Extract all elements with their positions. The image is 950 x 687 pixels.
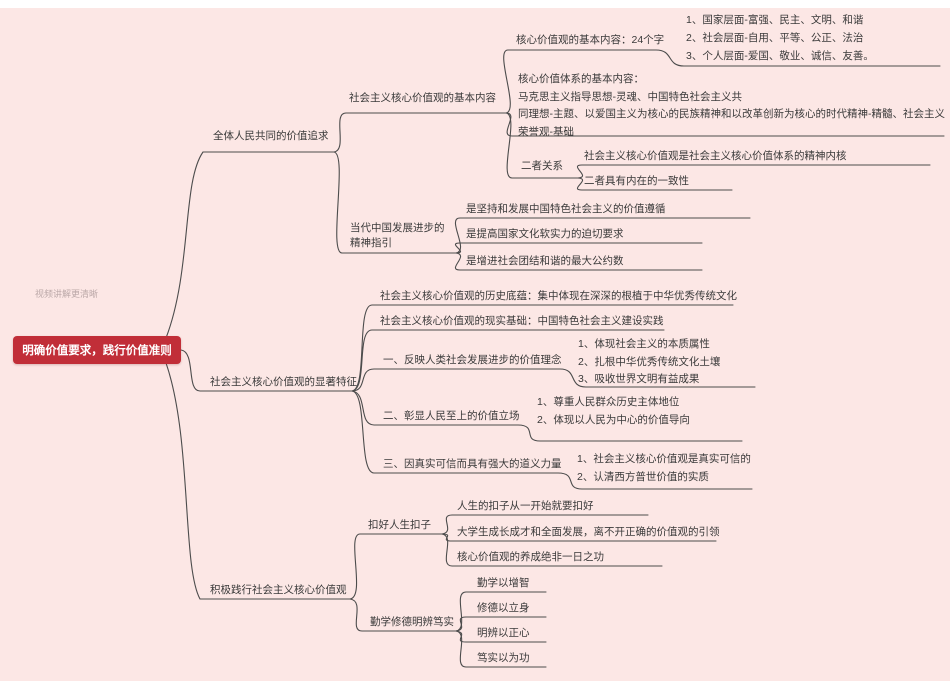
text-line: 荣誉观-基础 bbox=[518, 125, 574, 138]
root-node[interactable]: 明确价值要求，践行价值准则 bbox=[13, 336, 181, 364]
node-content-24-chars[interactable]: 核心价值观的基本内容：24个字 bbox=[516, 34, 665, 46]
text-line: 当代中国发展进步的 bbox=[350, 222, 445, 234]
node-guide-item-3[interactable]: 是增进社会团结和谐的最大公约数 bbox=[466, 255, 624, 267]
node-diligence-item-4[interactable]: 笃实以为功 bbox=[477, 652, 530, 664]
list-item: 2、体现以人民为中心的价值导向 bbox=[537, 413, 690, 426]
watermark-text: 视频讲解更清晰 bbox=[35, 289, 99, 299]
text-line: 核心价值体系的基本内容： bbox=[518, 73, 644, 85]
node-basic-content[interactable]: 社会主义核心价值观的基本内容 bbox=[349, 92, 496, 104]
node-relation-core[interactable]: 社会主义核心价值观是社会主义核心价值体系的精神内核 bbox=[584, 150, 847, 162]
node-diligence[interactable]: 勤学修德明辨笃实 bbox=[370, 616, 454, 628]
node-feature-1-items[interactable]: 1、体现社会主义的本质属性 2、扎根中华优秀传统文化土壤 3、吸收世界文明有益成… bbox=[578, 336, 720, 389]
node-diligence-item-1[interactable]: 勤学以增智 bbox=[477, 577, 530, 589]
node-three-levels[interactable]: 1、国家层面-富强、民主、文明、和谐 2、社会层面-自用、平等、公正、法治 3、… bbox=[686, 11, 874, 65]
list-item: 1、国家层面-富强、民主、文明、和谐 bbox=[686, 14, 864, 26]
node-diligence-item-2[interactable]: 修德以立身 bbox=[477, 602, 530, 614]
branch-common-value-pursuit[interactable]: 全体人民共同的价值追求 bbox=[213, 130, 329, 142]
node-guide-item-1[interactable]: 是坚持和发展中国特色社会主义的价值遵循 bbox=[466, 203, 666, 215]
list-item: 3、个人层面-爱国、敬业、诚信、友善。 bbox=[686, 50, 874, 62]
list-item: 2、社会层面-自用、平等、公正、法治 bbox=[686, 32, 864, 44]
text-line: 同理想-主题、以爱国主义为核心的民族精神和以改革创新为核心的时代精神-精髓、社会… bbox=[518, 108, 945, 120]
node-feature-3-items[interactable]: 1、社会主义核心价值观是真实可信的 2、认清西方普世价值的实质 bbox=[577, 451, 751, 486]
node-spiritual-guide[interactable]: 当代中国发展进步的 精神指引 bbox=[350, 221, 445, 251]
node-feature-2-items[interactable]: 1、尊重人民群众历史主体地位 2、体现以人民为中心的价值导向 bbox=[537, 394, 690, 429]
branch-active-practice[interactable]: 积极践行社会主义核心价值观 bbox=[210, 584, 347, 596]
list-item: 1、尊重人民群众历史主体地位 bbox=[537, 396, 680, 408]
node-feature-2[interactable]: 二、彰显人民至上的价值立场 bbox=[383, 410, 520, 422]
node-feature-1[interactable]: 一、反映人类社会发展进步的价值理念 bbox=[383, 354, 562, 366]
node-buttons-item-2[interactable]: 大学生成长成才和全面发展，离不开正确的价值观的引领 bbox=[457, 526, 720, 538]
list-item: 1、体现社会主义的本质属性 bbox=[578, 338, 710, 350]
node-reality-foundation[interactable]: 社会主义核心价值观的现实基础：中国特色社会主义建设实践 bbox=[380, 315, 664, 327]
node-buttons-item-3[interactable]: 核心价值观的养成绝非一日之功 bbox=[457, 551, 604, 563]
list-item: 3、吸收世界文明有益成果 bbox=[578, 373, 700, 385]
node-relation-consistency[interactable]: 二者具有内在的一致性 bbox=[584, 175, 689, 187]
node-feature-3[interactable]: 三、因真实可信而具有强大的道义力量 bbox=[383, 458, 562, 470]
text-line: 马克思主义指导思想-灵魂、中国特色社会主义共 bbox=[518, 90, 742, 103]
node-history-foundation[interactable]: 社会主义核心价值观的历史底蕴：集中体现在深深的根植于中华优秀传统文化 bbox=[380, 290, 737, 302]
node-buttons-item-1[interactable]: 人生的扣子从一开始就要扣好 bbox=[457, 500, 594, 512]
node-relation[interactable]: 二者关系 bbox=[521, 160, 563, 172]
node-life-buttons[interactable]: 扣好人生扣子 bbox=[368, 519, 431, 531]
text-line: 精神指引 bbox=[350, 237, 392, 249]
node-value-system-content[interactable]: 核心价值体系的基本内容： 马克思主义指导思想-灵魂、中国特色社会主义共 同理想-… bbox=[518, 71, 945, 141]
node-guide-item-2[interactable]: 是提高国家文化软实力的迫切要求 bbox=[466, 228, 624, 240]
node-diligence-item-3[interactable]: 明辨以正心 bbox=[477, 627, 530, 639]
list-item: 2、认清西方普世价值的实质 bbox=[577, 470, 709, 483]
branch-notable-features[interactable]: 社会主义核心价值观的显著特征 bbox=[210, 376, 357, 388]
list-item: 1、社会主义核心价值观是真实可信的 bbox=[577, 453, 751, 465]
list-item: 2、扎根中华优秀传统文化土壤 bbox=[578, 355, 721, 368]
